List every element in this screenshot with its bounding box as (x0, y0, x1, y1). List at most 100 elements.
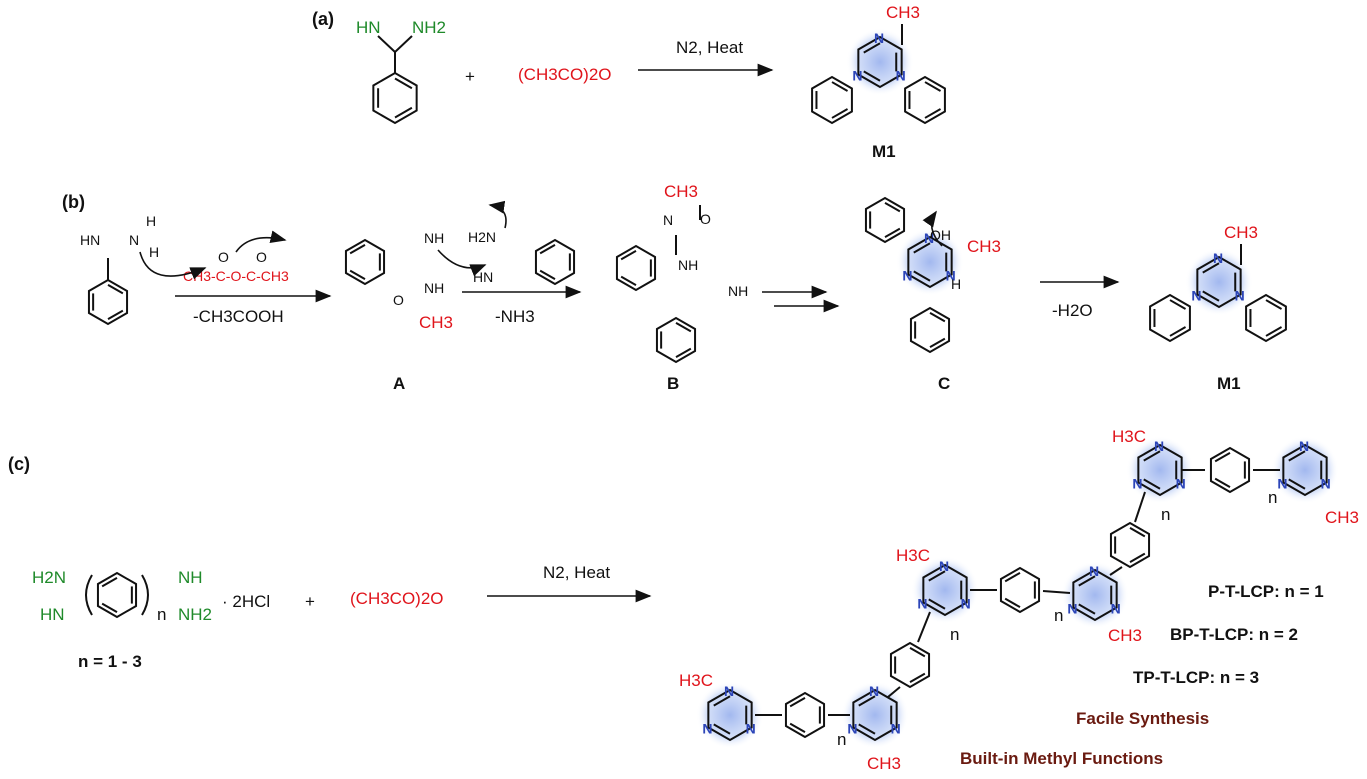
polymer-triazine-4 (922, 563, 968, 617)
polymer-legend: P-T-LCP: n = 1 BP-T-LCP: n = 2 TP-T-LCP:… (1133, 582, 1324, 687)
polymer-benzene-2 (1109, 521, 1151, 569)
int-c-triazine-ring-nitrogen: N (902, 268, 912, 284)
monomer-range: n = 1 - 3 (78, 652, 142, 671)
polymer-triazine-1-nitrogen: N (1154, 438, 1164, 454)
polymer-triazine-2-nitrogen: N (1277, 476, 1287, 492)
int-a-arrow (437, 249, 487, 277)
polymer-methyl-1: H3C (1112, 427, 1146, 446)
polymer-benzene-1-double-bond (1214, 477, 1231, 489)
polymer-triazine-3-double-bond (1078, 603, 1096, 615)
amidine-benzene-ring-double-bond (394, 77, 413, 90)
polymer-triazine-5-glow (841, 681, 909, 749)
polymer-triazine-6 (707, 688, 753, 742)
polymer-benzene-3-double-bond (1004, 597, 1021, 609)
legend-name-2: BP-T-LCP (1170, 625, 1248, 644)
monomer-benzene-ring-double-bond (101, 602, 118, 614)
polymer-triazine-4-double-bond (928, 570, 946, 582)
polymer-benzene-4-double-bond (909, 672, 926, 684)
polymer-triazine-2 (1282, 443, 1328, 497)
m1-b-triazine-ring-glow (1185, 248, 1253, 316)
polymer-triazine-2-double-bond (1288, 450, 1306, 462)
int-a-methyl: CH3 (419, 313, 453, 332)
m1-triazine-ring (857, 35, 903, 89)
int-b-benzene-ring-2 (655, 316, 697, 364)
reagent-hydrogen-2: H (149, 244, 159, 260)
polymer-triazine-6-nitrogen: N (724, 683, 734, 699)
m1-benzene-left (811, 75, 853, 125)
int-c-triazine-ring-double-bond (913, 270, 931, 282)
amidine-benzene-ring (372, 71, 418, 125)
int-c-methyl: CH3 (967, 237, 1001, 256)
int-c-triazine-ring (907, 235, 953, 289)
int-a-amidine-ring-double-bond (539, 269, 556, 281)
polymer-benzene-5-double-bond (789, 722, 806, 734)
amidine-imine: HN (356, 18, 381, 37)
polymer-triazine-6-double-bond (713, 723, 731, 735)
int-c-triazine-ring-double-bond (913, 242, 931, 254)
int-c-label: C (938, 374, 950, 393)
polymer-triazine-5 (852, 688, 898, 742)
m1-benzene-left-double-bond (831, 81, 849, 92)
m1-b-triazine-ring (1196, 255, 1242, 309)
int-a-amidine-ring (534, 238, 576, 286)
m1-b-benzene-right-double-bond (1265, 299, 1283, 310)
int-a-nh-bottom: NH (424, 280, 444, 296)
polymer-n-4: n (950, 625, 959, 644)
int-b-methyl: CH3 (664, 182, 698, 201)
int-b-benzene-ring-1-double-bond (620, 275, 637, 287)
polymer-benzene-1 (1209, 446, 1251, 494)
monomer-benzene-ring (96, 571, 138, 619)
int-b-oxygen: O (700, 211, 711, 227)
int-b-benzene-ring-1 (615, 244, 657, 292)
reagent-benzene-ring-double-bond (107, 283, 124, 295)
product-methyl: CH3 (886, 3, 920, 22)
polymer-benzene-5-double-bond (789, 696, 806, 708)
polymer-benzene-4 (889, 641, 931, 689)
legend-name-1: P-T-LCP (1208, 582, 1274, 601)
plus-sign-c: + (305, 592, 315, 611)
byproduct-ammonia: -NH3 (495, 307, 535, 326)
m1-triazine-ring-nitrogen: N (852, 68, 862, 84)
legend-row-1: P-T-LCP: n = 1 (1208, 582, 1324, 601)
polymer-benzene-3-double-bond (1004, 571, 1021, 583)
polymer-n-2: n (1161, 505, 1170, 524)
byproduct-acetic-acid: -CH3COOH (193, 307, 284, 326)
int-c-benzene-bottom-double-bond (929, 311, 946, 323)
monomer-repeat-n: n (157, 605, 166, 624)
m1-benzene-right-double-bond (924, 108, 942, 119)
m1-b-triazine-ring-nitrogen: N (1235, 288, 1245, 304)
polymer-triazine-2-nitrogen: N (1321, 476, 1331, 492)
m1-triazine-ring-double-bond (863, 42, 881, 54)
legend-value-3: : n = 3 (1210, 668, 1260, 687)
anhydride-o2: O (256, 249, 267, 265)
legend-value-1: : n = 1 (1274, 582, 1324, 601)
polymer-benzene-1-double-bond (1214, 451, 1231, 463)
m1-b-triazine-ring-nitrogen: N (1191, 288, 1201, 304)
m1-triazine-ring-nitrogen: N (896, 68, 906, 84)
m1-b-benzene-right (1245, 293, 1287, 343)
reagent-hydrogen-1: H (146, 213, 156, 229)
amidine-cn2-bond (394, 35, 413, 53)
polymer-link-8 (887, 686, 901, 698)
int-b-benzene-ring-1-double-bond (620, 249, 637, 261)
panel-a-label: (a) (312, 9, 334, 29)
polymer-triazine-3-glow (1061, 561, 1129, 629)
monomer-amine-left: H2N (32, 568, 66, 587)
int-c-benzene-top (864, 196, 906, 244)
reagent-nitrogen: N (129, 232, 139, 248)
feature-methyl-functions: Built-in Methyl Functions (960, 749, 1163, 768)
m1-benzene-right-double-bond (924, 81, 942, 92)
int-b-label: B (667, 374, 679, 393)
int-c-hydrogen: H (951, 276, 961, 292)
polymer-triazine-2-double-bond (1288, 478, 1306, 490)
m1-b-benzene-left-double-bond (1169, 299, 1187, 310)
byproduct-water: -H2O (1052, 301, 1093, 320)
polymer-triazine-5-double-bond (858, 723, 876, 735)
monomer-imine-right: NH (178, 568, 203, 587)
anhydride-reagent-c: (CH3CO)2O (350, 589, 444, 608)
polymer-triazine-3-double-bond (1078, 575, 1096, 587)
monomer-salt: · 2HCl (222, 592, 270, 611)
polymer-methyl-3: H3C (896, 546, 930, 565)
